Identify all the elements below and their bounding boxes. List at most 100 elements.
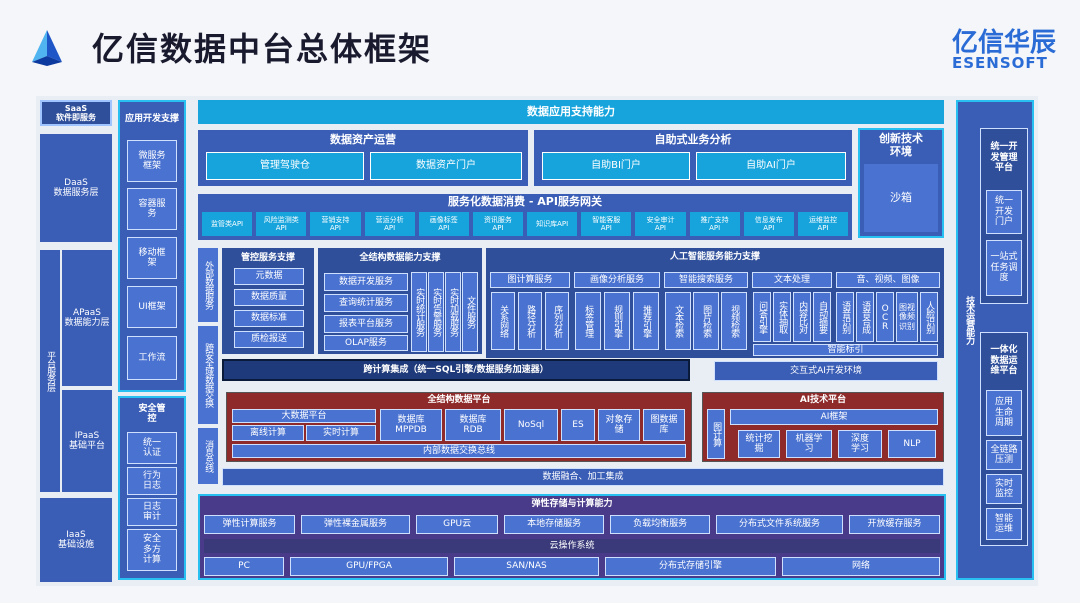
api-item: 智能客服API <box>581 212 632 236</box>
ai-image-item: 标签管理 <box>575 292 601 350</box>
ai-search-item: 图片检索 <box>693 292 719 350</box>
ai-av-item: 语音合成 <box>856 292 874 342</box>
control-item: 数据标准 <box>234 310 304 327</box>
struct-cap-vert: 实时统计服务 <box>411 272 427 352</box>
iaas-layer: IaaS 基础设施 <box>40 498 112 582</box>
self-service-item: 自助AI门户 <box>696 152 846 180</box>
storage-item: GPU云 <box>416 515 499 534</box>
api-item: 信息发布API <box>743 212 794 236</box>
cloud-os: 云操作系统 <box>204 539 940 553</box>
storage-item: 分布式文件系统服务 <box>716 515 843 534</box>
storage-row1: 弹性计算服务 弹性裸金属服务 GPU云 本地存储服务 负载均衡服务 分布式文件系… <box>204 515 941 534</box>
ai-av-title: 音、视频、图像 <box>836 272 940 288</box>
security-item: 日志审计 <box>127 498 177 526</box>
offline-compute: 离线计算 <box>232 425 304 441</box>
control-item: 数据质量 <box>234 289 304 306</box>
saas-layer: SaaS 软件即服务 <box>40 100 112 126</box>
app-dev-item: 移动框架 <box>127 237 177 279</box>
ai-text-item: 自动摘要 <box>813 292 831 342</box>
api-item: 营销支持API <box>310 212 361 236</box>
struct-cap-title: 全结构数据能力支撑 <box>359 252 441 263</box>
message-bus: 消息总线 <box>198 428 218 484</box>
ai-platform-title: AI技术平台 <box>799 394 847 405</box>
ai-graph-title: 图计算服务 <box>490 272 570 288</box>
ai-graph-compute: 图计算 <box>707 409 725 459</box>
sandbox: 沙箱 <box>864 164 938 232</box>
struct-cap-item: OLAP服务 <box>324 335 408 351</box>
storage-row2: PC GPU/FPGA SAN/NAS 分布式存储引擎 网络 <box>204 557 940 576</box>
apaas-layer: APaaS 数据能力层 <box>62 250 112 386</box>
security-item: 安全多方计算 <box>127 529 177 571</box>
ops-platform-title: 一体化数据运维平台 <box>990 345 1018 377</box>
data-app-support-bar: 数据应用支持能力 <box>198 100 944 124</box>
api-item: 画像标签API <box>418 212 469 236</box>
tech-ops-title: 技术运营能力 <box>964 296 975 344</box>
innovation-title: 创新技术环境 <box>879 132 923 158</box>
struct-cap-vert: 实时加载服务 <box>445 272 461 352</box>
ai-image-title: 画像分析服务 <box>574 272 660 288</box>
struct-platform-item: 数据库MPPDB <box>380 409 442 441</box>
struct-platform-title: 全结构数据平台 <box>427 394 491 405</box>
ops-platform-item: 全链路压测 <box>986 440 1022 470</box>
dev-platform-item: 一站式任务调度 <box>986 240 1022 296</box>
ai-av-item: 图视像频识别 <box>896 292 918 342</box>
app-dev-title: 应用开发支撑 <box>124 113 179 124</box>
ai-graph-item: 路径分析 <box>518 292 542 350</box>
asset-ops-item: 数据资产门户 <box>370 152 522 180</box>
ai-av-item: OCR <box>876 292 894 342</box>
internal-exchange-bus: 内部数据交换总线 <box>232 444 686 458</box>
ai-search-title: 智能搜索服务 <box>664 272 748 288</box>
api-item: 营运分析API <box>364 212 415 236</box>
ai-text-title: 文本处理 <box>752 272 832 288</box>
ai-image-item: 推荐引擎 <box>633 292 659 350</box>
security-title: 安全管控 <box>138 403 166 424</box>
storage-item: GPU/FPGA <box>290 557 448 576</box>
struct-cap-item: 查询统计服务 <box>324 294 408 312</box>
api-item: 运维监控API <box>797 212 849 236</box>
ai-text-item: 内容比对 <box>793 292 811 342</box>
ai-image-item: 规则引擎 <box>604 292 630 350</box>
brand-logo-cn: 亿信华辰 <box>952 28 1057 58</box>
ai-text-item: 问答引擎 <box>753 292 771 342</box>
dev-platform-item: 统一开发门户 <box>986 190 1022 234</box>
security-item: 行为日志 <box>127 467 177 495</box>
ai-av-item: 人脸识别 <box>920 292 938 342</box>
api-gateway-title: 服务化数据消费 - API服务网关 <box>448 194 602 208</box>
ai-tag: 智能标引 <box>753 344 938 356</box>
api-item: 监管类API <box>202 212 253 236</box>
api-gateway-panel <box>198 194 852 240</box>
struct-platform-item: 图数据库 <box>643 409 685 441</box>
ai-dev-env-bar: 交互式AI开发环境 <box>714 361 938 381</box>
storage-item: 负载均衡服务 <box>610 515 711 534</box>
storage-item: 开放缓存服务 <box>848 515 941 534</box>
struct-cap-vert: 实时告警服务 <box>428 272 444 352</box>
storage-title: 弹性存储与计算能力 <box>531 498 613 509</box>
storage-item: 本地存储服务 <box>504 515 605 534</box>
ai-search-item: 文本检索 <box>665 292 691 350</box>
api-item: 安全审计API <box>635 212 686 236</box>
storage-item: SAN/NAS <box>454 557 599 576</box>
app-dev-item: 工作流 <box>127 336 177 380</box>
platform-service-layer: 平台服务层 <box>40 250 60 492</box>
ops-platform-item: 实时监控 <box>986 474 1022 504</box>
control-item: 质检报送 <box>234 331 304 348</box>
struct-platform-item: 对象存储 <box>598 409 640 441</box>
control-item: 元数据 <box>234 268 304 285</box>
self-service-title: 自助式业务分析 <box>654 132 732 146</box>
ai-search-item: 视频检索 <box>721 292 747 350</box>
struct-platform-item: 数据库RDB <box>445 409 501 441</box>
cross-domain-exchange: 跨安全域数据交换 <box>198 326 218 424</box>
bigdata-platform: 大数据平台 <box>232 409 376 423</box>
app-dev-item: UI框架 <box>127 286 177 328</box>
self-service-item: 自助BI门户 <box>542 152 690 180</box>
page-title: 亿信数据中台总体框架 <box>92 30 433 68</box>
ai-platform-item: 机器学习 <box>786 430 832 458</box>
logo-mark-icon <box>32 30 62 66</box>
brand-logo-en: ESENSOFT <box>952 54 1048 72</box>
realtime-compute: 实时计算 <box>306 425 376 441</box>
storage-item: 弹性裸金属服务 <box>301 515 410 534</box>
asset-ops-item: 管理驾驶仓 <box>206 152 364 180</box>
cross-compute-bar: 跨计算集成（统一SQL引擎/数据服务加速器） <box>222 359 690 381</box>
asset-ops-title: 数据资产运营 <box>330 132 396 146</box>
storage-item: 分布式存储引擎 <box>605 557 776 576</box>
